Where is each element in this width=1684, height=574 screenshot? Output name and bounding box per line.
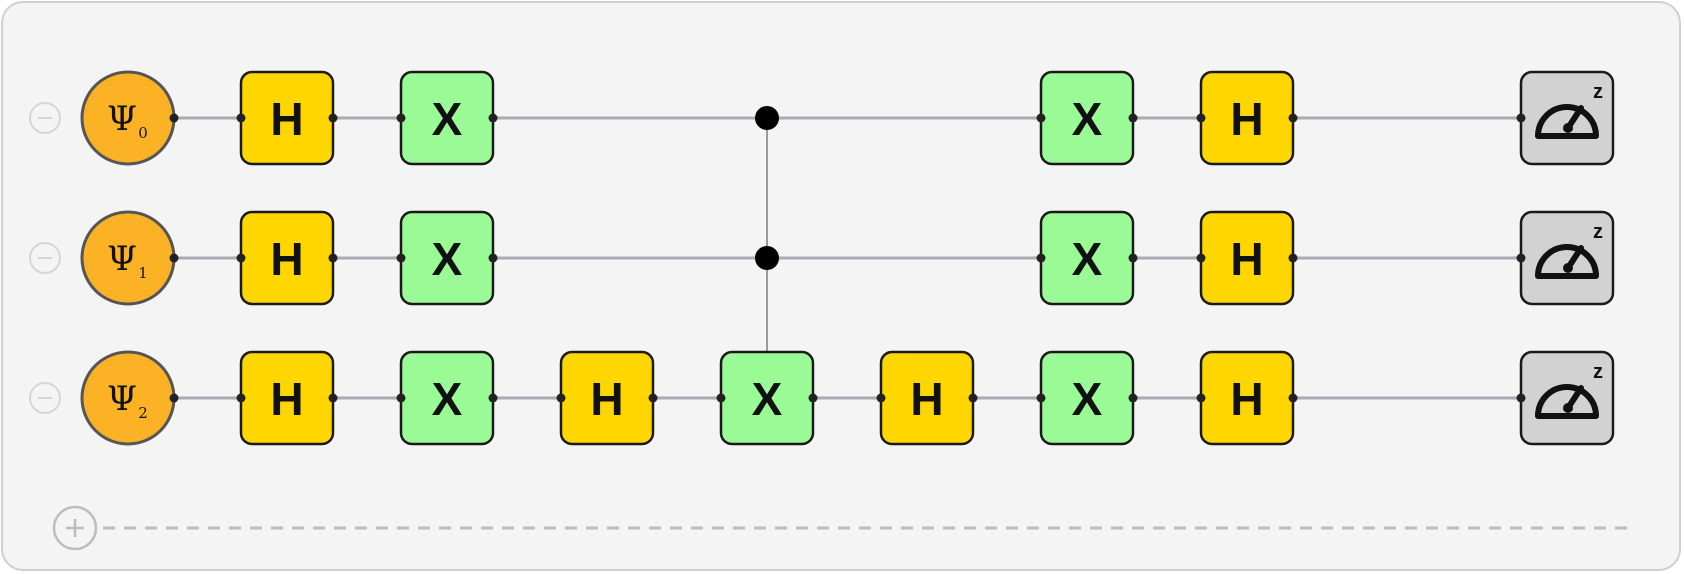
basis-label: z — [1593, 361, 1603, 383]
x-gate[interactable]: X — [1036, 350, 1138, 446]
connector-dot[interactable] — [488, 393, 498, 403]
connector-dot[interactable] — [1288, 393, 1298, 403]
connector-dot[interactable] — [876, 393, 886, 403]
x-gate[interactable]: X — [1036, 210, 1138, 306]
hadamard-gate[interactable]: H — [236, 350, 338, 446]
connector-dot[interactable] — [1036, 253, 1046, 263]
hadamard-gate[interactable]: H — [1196, 70, 1298, 166]
add-qubit-icon[interactable] — [52, 505, 98, 551]
connector-dot[interactable] — [1516, 113, 1526, 123]
connector-dot[interactable] — [396, 113, 406, 123]
qubit-symbol: Ψ — [107, 239, 137, 279]
connector-dot[interactable] — [1196, 393, 1206, 403]
connector-dot[interactable] — [1196, 113, 1206, 123]
connector-dot[interactable] — [808, 393, 818, 403]
connector-dot[interactable] — [1128, 253, 1138, 263]
gate-label: X — [432, 373, 463, 425]
basis-label: z — [1593, 221, 1603, 243]
gate-label: X — [432, 233, 463, 285]
x-gate[interactable]: X — [396, 350, 498, 446]
connector-dot[interactable] — [396, 253, 406, 263]
measure-gate[interactable]: z — [1516, 70, 1615, 166]
connector-dot[interactable] — [236, 393, 246, 403]
hadamard-gate[interactable]: H — [236, 210, 338, 306]
basis-label: z — [1593, 81, 1603, 103]
qubit-index: 2 — [138, 404, 148, 422]
gate-label: H — [1230, 93, 1263, 145]
gauge-icon — [1535, 244, 1599, 279]
gate-label: H — [1230, 233, 1263, 285]
gate-label: X — [1072, 373, 1103, 425]
hadamard-gate[interactable]: H — [1196, 350, 1298, 446]
connector-dot[interactable] — [169, 253, 179, 263]
gate-label: H — [590, 373, 623, 425]
connector-dot[interactable] — [648, 393, 658, 403]
qubit-index: 0 — [138, 124, 148, 142]
hadamard-gate[interactable]: H — [1196, 210, 1298, 306]
connector-dot[interactable] — [1128, 393, 1138, 403]
connector-dot[interactable] — [488, 253, 498, 263]
connector-dot[interactable] — [1036, 393, 1046, 403]
connector-dot[interactable] — [968, 393, 978, 403]
remove-qubit-2-icon[interactable] — [29, 382, 61, 414]
gate-label: H — [910, 373, 943, 425]
measure-gate[interactable]: z — [1516, 350, 1615, 446]
gate-label: X — [752, 373, 783, 425]
remove-qubit-0-icon[interactable] — [29, 102, 61, 134]
x-gate[interactable]: X — [396, 70, 498, 166]
connector-dot[interactable] — [328, 393, 338, 403]
gate-label: X — [1072, 233, 1103, 285]
connector-dot[interactable] — [556, 393, 566, 403]
gate-label: X — [1072, 93, 1103, 145]
control-dot[interactable] — [755, 106, 779, 130]
qubit-symbol: Ψ — [107, 379, 137, 419]
connector-dot[interactable] — [236, 113, 246, 123]
connector-dot[interactable] — [1196, 253, 1206, 263]
gate-label: H — [270, 93, 303, 145]
connector-dot[interactable] — [169, 393, 179, 403]
gate-label: H — [270, 373, 303, 425]
x-gate[interactable]: X — [716, 350, 818, 446]
connector-dot[interactable] — [236, 253, 246, 263]
qubit-index: 1 — [138, 264, 148, 282]
hadamard-gate[interactable]: H — [236, 70, 338, 166]
connector-dot[interactable] — [1516, 253, 1526, 263]
connector-dot[interactable] — [328, 113, 338, 123]
connector-dot[interactable] — [1516, 393, 1526, 403]
gate-label: H — [1230, 373, 1263, 425]
gate-label: H — [270, 233, 303, 285]
connector-dot[interactable] — [1288, 253, 1298, 263]
x-gate[interactable]: X — [396, 210, 498, 306]
connector-dot[interactable] — [488, 113, 498, 123]
remove-qubit-1-icon[interactable] — [29, 242, 61, 274]
connector-dot[interactable] — [716, 393, 726, 403]
connector-dot[interactable] — [1128, 113, 1138, 123]
connector-dot[interactable] — [169, 113, 179, 123]
gauge-icon — [1535, 104, 1599, 139]
x-gate[interactable]: X — [1036, 70, 1138, 166]
connector-dot[interactable] — [328, 253, 338, 263]
control-dot[interactable] — [755, 246, 779, 270]
hadamard-gate[interactable]: H — [876, 350, 978, 446]
gate-label: X — [432, 93, 463, 145]
gauge-icon — [1535, 384, 1599, 419]
connector-dot[interactable] — [1288, 113, 1298, 123]
hadamard-gate[interactable]: H — [556, 350, 658, 446]
measure-gate[interactable]: z — [1516, 210, 1615, 306]
qubit-symbol: Ψ — [107, 99, 137, 139]
connector-dot[interactable] — [396, 393, 406, 403]
connector-dot[interactable] — [1036, 113, 1046, 123]
